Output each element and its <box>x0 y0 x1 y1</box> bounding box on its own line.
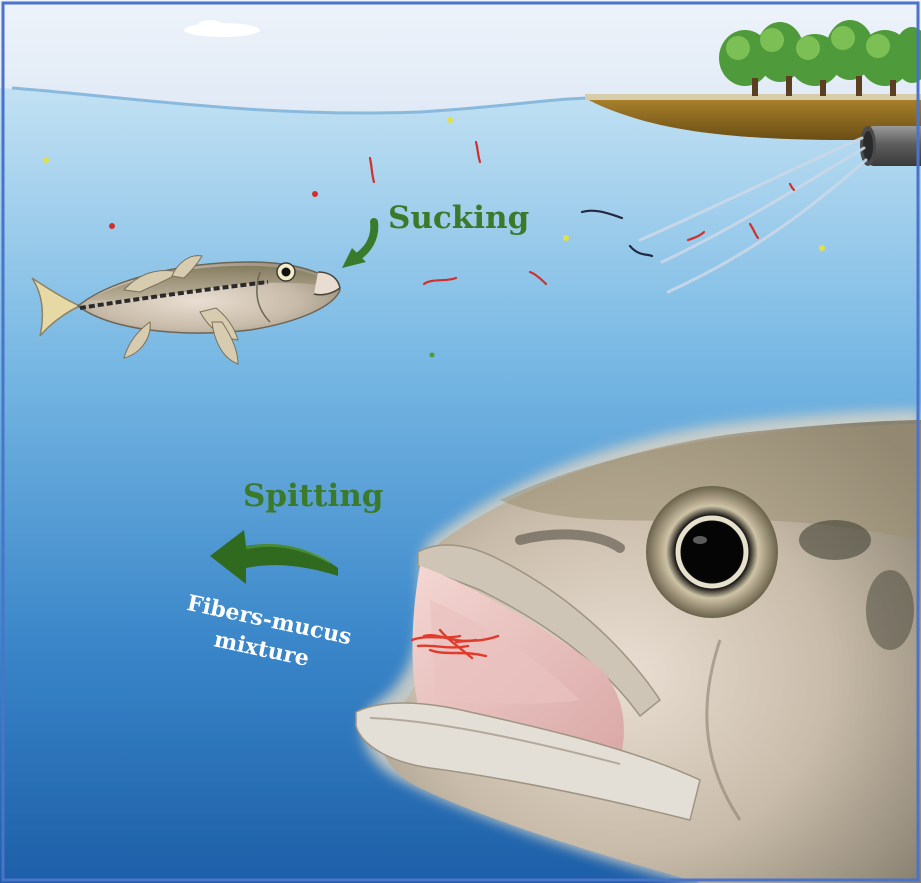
pipe-icon <box>860 126 921 166</box>
sucking-label: Sucking <box>388 200 529 236</box>
spitting-label: Spitting <box>243 478 383 514</box>
